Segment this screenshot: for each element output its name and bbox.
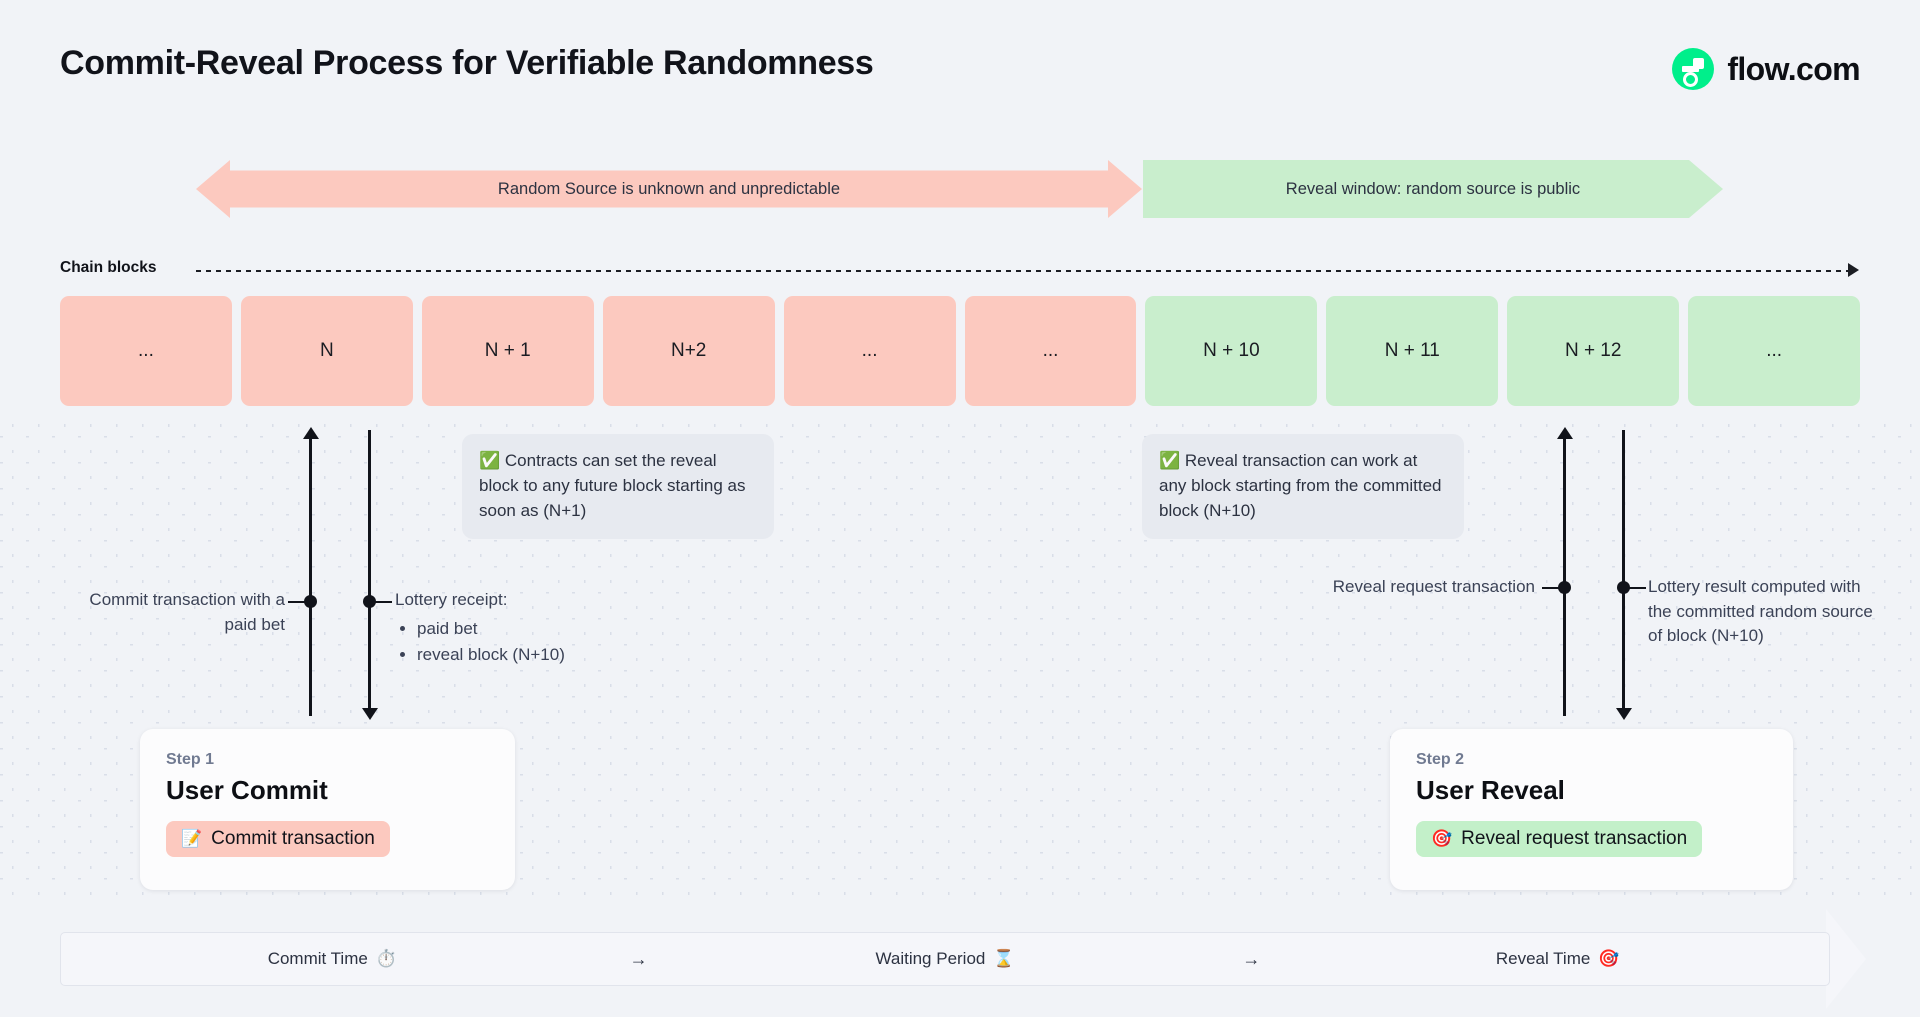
chain-axis-dotted-line xyxy=(196,270,1856,272)
annotation-lottery-receipt-title: Lottery receipt: xyxy=(395,590,508,609)
chain-axis-arrow-icon xyxy=(1848,263,1859,277)
chain-block: ... xyxy=(1688,296,1861,406)
connector-node-receipt xyxy=(363,595,376,608)
step-card-user-commit: Step 1 User Commit 📝 Commit transaction xyxy=(140,729,515,890)
note-reveal-transaction: ✅ Reveal transaction can work at any blo… xyxy=(1142,434,1464,540)
phase-separator-arrow-icon: → xyxy=(1242,948,1261,969)
connector-arrow-reveal-up-icon xyxy=(1557,427,1573,439)
connector-line-result-down xyxy=(1622,430,1625,710)
annotation-commit-transaction: Commit transaction with a paid bet xyxy=(89,590,285,634)
connector-stub-result xyxy=(1624,587,1646,589)
phase-waiting-period-label: Waiting Period xyxy=(875,949,986,968)
connector-arrow-commit-up-icon xyxy=(303,427,319,439)
annotation-lottery-receipt-list: paid bet reveal block (N+10) xyxy=(395,617,655,668)
connector-node-reveal xyxy=(1558,581,1571,594)
connector-arrow-result-down-icon xyxy=(1616,708,1632,720)
phase-bar-arrow-icon xyxy=(1826,909,1866,1009)
brand-name: flow.com xyxy=(1727,50,1860,87)
chain-block: ... xyxy=(783,296,956,406)
chain-blocks-row: ... N N + 1 N+2 ... ... N + 10 N + 11 N … xyxy=(60,296,1861,406)
commit-transaction-pill[interactable]: 📝 Commit transaction xyxy=(166,821,390,857)
chain-block: N xyxy=(240,296,413,406)
commit-transaction-pill-label: Commit transaction xyxy=(211,828,375,849)
banner-reveal-label: Reveal window: random source is public xyxy=(1285,179,1581,198)
chain-block: N+2 xyxy=(602,296,775,406)
hourglass-icon: ⌛ xyxy=(993,949,1015,968)
chain-block: N + 11 xyxy=(1326,296,1499,406)
memo-icon: 📝 xyxy=(181,829,203,848)
banner-reveal-window: Reveal window: random source is public xyxy=(1143,160,1723,218)
reveal-request-transaction-pill[interactable]: 🎯 Reveal request transaction xyxy=(1416,821,1703,857)
step-card-user-reveal: Step 2 User Reveal 🎯 Reveal request tran… xyxy=(1390,729,1793,890)
annotation-reveal-request: Reveal request transaction xyxy=(1332,577,1535,596)
connector-arrow-receipt-down-icon xyxy=(362,708,378,720)
banner-unknown-label: Random Source is unknown and unpredictab… xyxy=(497,179,841,198)
reveal-request-transaction-pill-label: Reveal request transaction xyxy=(1461,828,1688,849)
annotation-lottery-receipt: Lottery receipt: paid bet reveal block (… xyxy=(395,588,655,668)
target-icon: 🎯 xyxy=(1431,829,1453,848)
connector-stub-receipt xyxy=(370,601,392,603)
list-item: reveal block (N+10) xyxy=(417,643,655,668)
stopwatch-icon: ⏱️ xyxy=(375,949,397,968)
banner-random-unknown: Random Source is unknown and unpredictab… xyxy=(196,160,1142,218)
connector-line-receipt-down xyxy=(368,430,371,710)
phase-separator-arrow-icon: → xyxy=(629,948,648,969)
phase-waiting-period: Waiting Period ⌛ xyxy=(674,949,1217,969)
phase-commit-time-label: Commit Time xyxy=(267,949,368,968)
step-title: User Reveal xyxy=(1416,775,1565,805)
chain-blocks-label: Chain blocks xyxy=(60,259,157,276)
chain-block: ... xyxy=(60,296,232,406)
chain-block: N + 10 xyxy=(1145,296,1318,406)
target-icon: 🎯 xyxy=(1598,949,1620,968)
annotation-lottery-result: Lottery result computed with the committ… xyxy=(1648,577,1873,646)
page-title: Commit-Reveal Process for Verifiable Ran… xyxy=(60,44,874,82)
connector-stub-reveal xyxy=(1542,587,1564,589)
connector-line-commit-up xyxy=(309,436,312,716)
phase-bar: Commit Time ⏱️ → Waiting Period ⌛ → Reve… xyxy=(60,932,1830,986)
brand-logo: flow.com xyxy=(1672,48,1861,90)
connector-node-result xyxy=(1617,581,1630,594)
phase-reveal-time-label: Reveal Time xyxy=(1495,949,1591,968)
list-item: paid bet xyxy=(417,617,655,642)
note-commit-reveal-block: ✅ Contracts can set the reveal block to … xyxy=(462,434,774,540)
chain-block: N + 12 xyxy=(1507,296,1680,406)
step-title: User Commit xyxy=(166,775,328,805)
phase-reveal-time: Reveal Time 🎯 xyxy=(1286,949,1829,969)
step-eyebrow: Step 1 xyxy=(166,751,215,768)
flow-logo-icon xyxy=(1672,48,1715,90)
connector-line-reveal-up xyxy=(1563,436,1566,716)
chain-block: N + 1 xyxy=(421,296,594,406)
phase-commit-time: Commit Time ⏱️ xyxy=(61,949,604,969)
connector-node-commit xyxy=(304,595,317,608)
chain-block: ... xyxy=(964,296,1137,406)
connector-stub-commit xyxy=(288,601,310,603)
step-eyebrow: Step 2 xyxy=(1416,751,1465,768)
